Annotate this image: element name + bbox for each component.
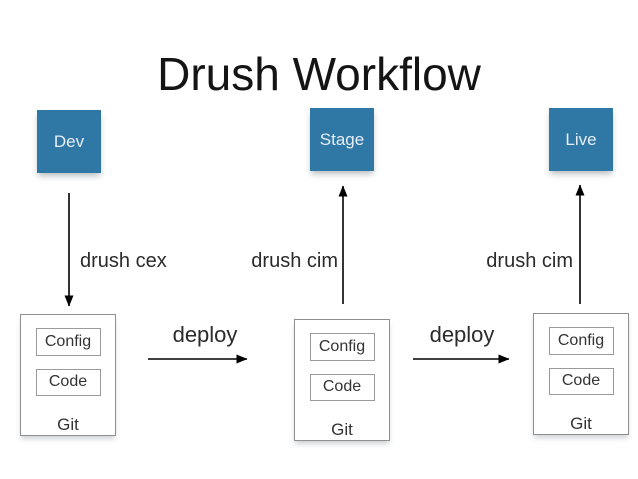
label-drush-cim-stage: drush cim <box>251 250 338 272</box>
config-box: Config <box>35 328 101 356</box>
git-repo-stage: Config Code Git <box>294 319 390 441</box>
code-label: Code <box>48 373 88 391</box>
env-label-dev: Dev <box>53 131 85 151</box>
label-deploy-second: deploy <box>429 322 495 347</box>
code-box: Code <box>548 367 614 395</box>
env-box-dev: Dev <box>37 110 101 173</box>
git-repo-dev: Config Code Git <box>20 314 116 436</box>
label-drush-cex: drush cex <box>80 250 167 272</box>
code-box: Code <box>35 368 101 396</box>
env-label-live: Live <box>565 129 597 149</box>
env-box-live: Live <box>549 108 613 171</box>
label-drush-cim-live: drush cim <box>486 250 573 272</box>
git-repo-live: Config Code Git <box>533 313 629 435</box>
label-deploy-first: deploy <box>172 322 238 347</box>
config-label: Config <box>318 337 366 355</box>
git-label: Git <box>57 415 79 434</box>
code-label: Code <box>322 378 362 396</box>
code-box: Code <box>309 373 375 401</box>
config-label: Config <box>44 332 92 350</box>
env-label-stage: Stage <box>319 129 365 149</box>
slide-title: Drush Workflow <box>157 48 481 100</box>
code-label: Code <box>561 372 601 390</box>
config-box: Config <box>309 333 375 361</box>
env-box-stage: Stage <box>310 108 374 171</box>
git-label: Git <box>570 414 592 433</box>
config-box: Config <box>548 327 614 355</box>
config-label: Config <box>557 331 605 349</box>
git-label: Git <box>331 420 353 439</box>
